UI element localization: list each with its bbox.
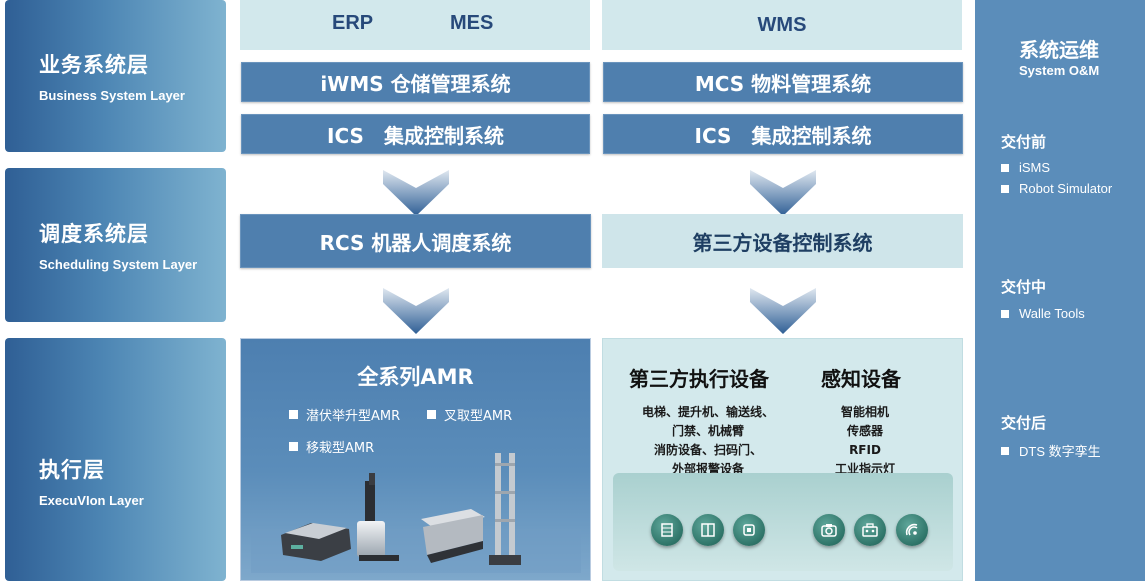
om-panel: 系统运维 System O&M 交付前 iSMS Robot Simulator… [975, 0, 1145, 581]
layer-business-subtitle: Business System Layer [39, 88, 185, 103]
third-party-panel: 第三方执行设备 感知设备 电梯、提升机、输送线、 门禁、机械臂 消防设备、扫码门… [602, 338, 963, 581]
third-party-list: 电梯、提升机、输送线、 门禁、机械臂 消防设备、扫码门、 外部报警设备 [633, 403, 783, 479]
third-party-title: 第三方执行设备 [629, 367, 769, 391]
third-party-line: 外部报警设备 [671, 462, 744, 476]
bullet-icon [289, 410, 298, 419]
sensing-title: 感知设备 [821, 367, 901, 391]
amr-panel: 全系列AMR 潜伏举升型AMR 叉取型AMR 移栽型AMR [240, 338, 591, 581]
erp-label: ERP [332, 12, 374, 34]
conveyor-icon [651, 514, 683, 546]
layer-execution-subtitle: ExecuVIon Layer [39, 492, 144, 508]
third-party-line: 电梯、提升机、输送线、 [641, 405, 774, 419]
amr-title: 全系列AMR [357, 365, 474, 389]
sensing-line: RFID [849, 443, 881, 457]
bullet-icon [289, 442, 298, 451]
amr-item-2: 叉取型AMR [427, 405, 512, 424]
layer-scheduling: 调度系统层 Scheduling System Layer [5, 168, 226, 322]
sensing-line: 工业指示灯 [834, 462, 895, 476]
om-subtitle: System O&M [1019, 63, 1100, 78]
third-party-control-bar: 第三方设备控制系统 [602, 214, 963, 268]
sensor-icon [854, 514, 886, 546]
layer-execution-title: 执行层 [39, 457, 105, 482]
down-arrow-icon [383, 170, 449, 216]
om-item: iSMS [1001, 160, 1050, 175]
bullet-icon [1001, 446, 1009, 455]
ics-bar-right: ICS 集成控制系统 [603, 114, 963, 154]
amr-item-1: 潜伏举升型AMR [289, 405, 400, 424]
down-arrow-icon [750, 170, 816, 216]
wms-box: WMS [602, 0, 962, 50]
mes-label: MES [450, 12, 494, 34]
mcs-bar: MCS 物料管理系统 [603, 62, 963, 102]
bullet-icon [1001, 309, 1009, 318]
sensing-line: 智能相机 [840, 405, 889, 419]
om-section-head: 交付后 [1001, 414, 1047, 432]
layer-scheduling-title: 调度系统层 [39, 222, 149, 246]
layer-scheduling-subtitle: Scheduling System Layer [39, 257, 198, 272]
amr-item-3: 移栽型AMR [289, 437, 374, 456]
door-icon [692, 514, 724, 546]
om-item: Robot Simulator [1001, 181, 1112, 196]
third-party-line: 门禁、机械臂 [671, 424, 744, 438]
ics-bar-left: ICS 集成控制系统 [241, 114, 590, 154]
sensing-line: 传感器 [846, 424, 883, 438]
bullet-icon [1001, 163, 1009, 172]
layer-business: 业务系统层 Business System Layer [5, 0, 226, 152]
sensing-list: 智能相机 传感器 RFID 工业指示灯 [815, 403, 915, 479]
amr-robots-illustration [251, 453, 581, 573]
rcs-bar: RCS 机器人调度系统 [240, 214, 591, 268]
erp-mes-box: ERP MES [240, 0, 590, 50]
om-item: Walle Tools [1001, 306, 1085, 321]
signal-icon [896, 514, 928, 546]
om-title: 系统运维 [1019, 38, 1099, 62]
down-arrow-icon [383, 288, 449, 334]
layer-execution: 执行层 ExecuVIon Layer [5, 338, 226, 581]
om-item: DTS 数字孪生 [1001, 441, 1101, 460]
om-section-head: 交付前 [1001, 133, 1047, 151]
om-section-head: 交付中 [1001, 278, 1047, 296]
bullet-icon [1001, 184, 1009, 193]
layer-business-title: 业务系统层 [39, 53, 149, 77]
wms-label: WMS [757, 13, 807, 36]
scanner-icon [733, 514, 765, 546]
bullet-icon [427, 410, 436, 419]
camera-icon [813, 514, 845, 546]
iwms-bar: iWMS 仓储管理系统 [241, 62, 590, 102]
third-party-line: 消防设备、扫码门、 [653, 443, 762, 457]
down-arrow-icon [750, 288, 816, 334]
